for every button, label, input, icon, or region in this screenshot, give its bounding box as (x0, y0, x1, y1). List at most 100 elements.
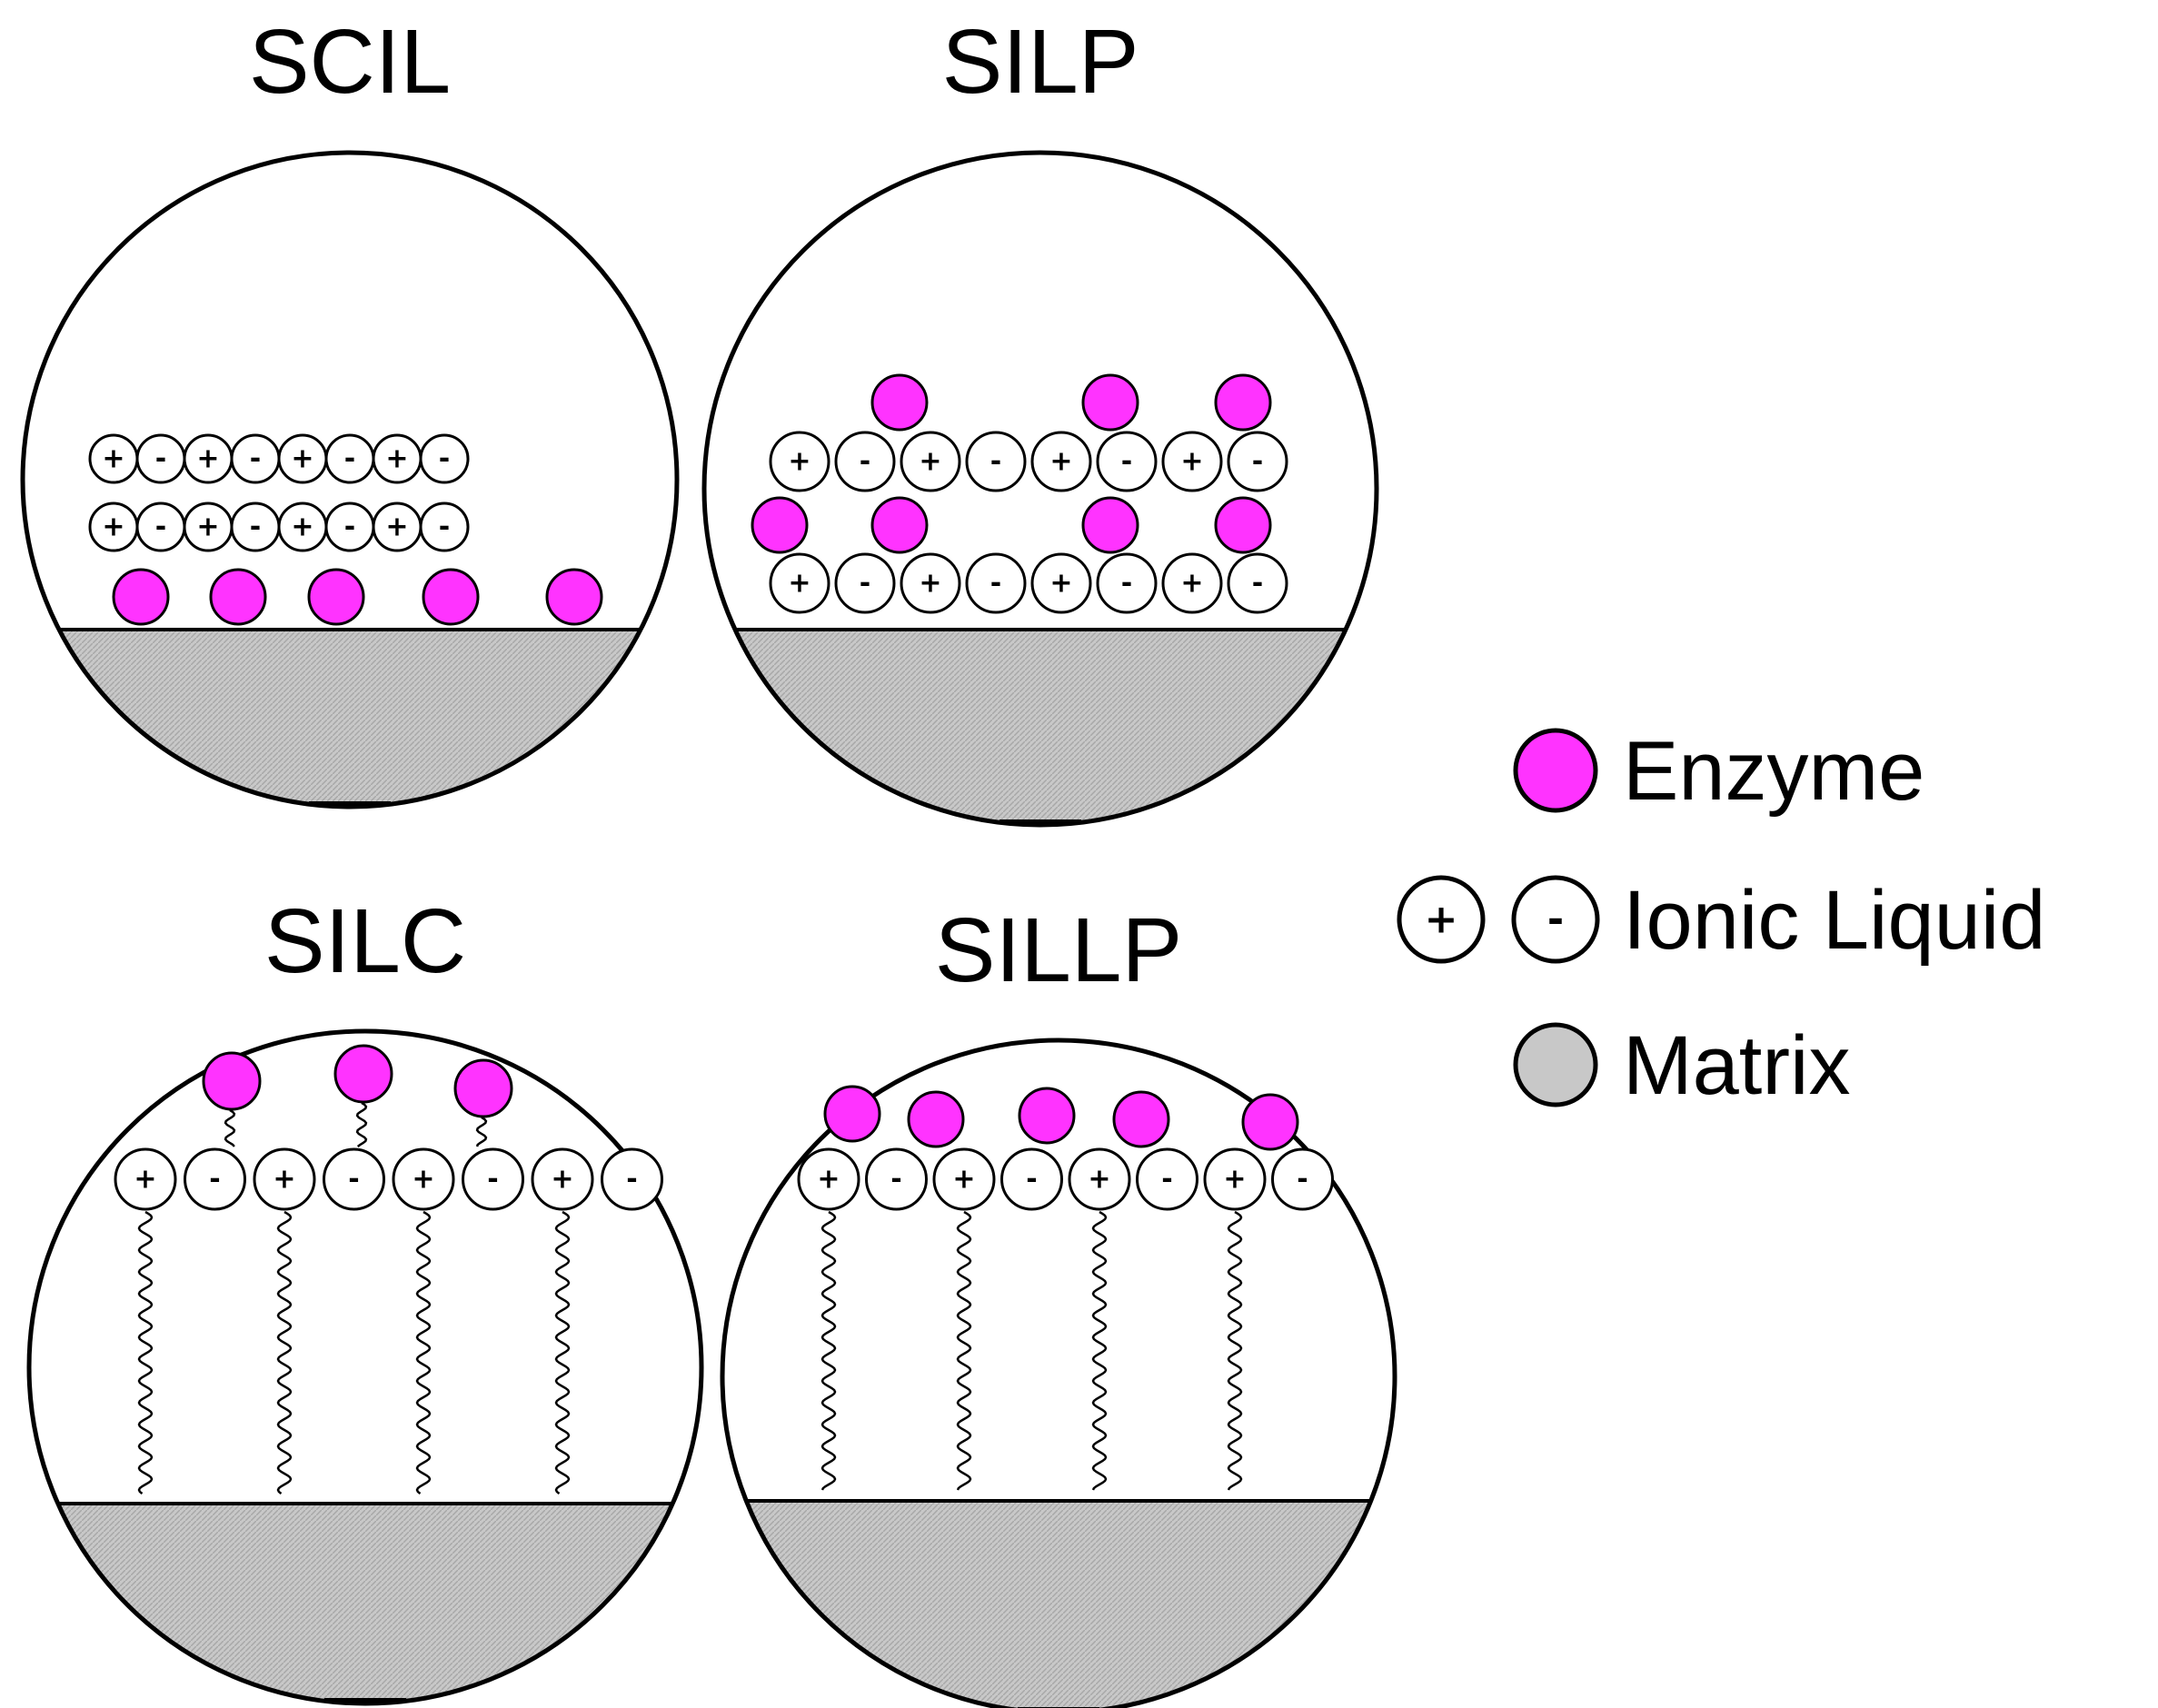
enzyme (453, 1058, 513, 1118)
alkyl-chain (554, 1210, 571, 1494)
cation-sign: + (291, 443, 313, 475)
anion-sign: - (990, 568, 1001, 600)
matrix-region (722, 1501, 1395, 1708)
enzyme (1214, 496, 1272, 554)
cation-sign: + (1425, 897, 1458, 943)
enzyme (1112, 1090, 1170, 1148)
anion-sign: - (1547, 897, 1564, 943)
alkyl-chain (224, 1108, 236, 1147)
anion-circle (1000, 1147, 1063, 1211)
cation-circle (900, 552, 961, 614)
alkyl-chain (475, 1116, 488, 1147)
cation-circle (1030, 431, 1092, 492)
enzyme (307, 568, 365, 626)
anion-circle (419, 501, 470, 552)
anion-circle (1227, 552, 1288, 614)
alkyl-chain (820, 1210, 837, 1491)
enzyme (202, 1051, 262, 1111)
cation-circle (1068, 1147, 1131, 1211)
anion-sign: - (344, 511, 355, 543)
anion-sign: - (155, 511, 166, 543)
cation-sign: + (134, 1164, 156, 1196)
anion-circle (462, 1147, 524, 1211)
cation-circle (769, 431, 830, 492)
cation-sign: + (919, 568, 941, 600)
enzyme (870, 496, 929, 554)
cation-sign: + (291, 511, 313, 543)
cation-circle (1203, 1147, 1267, 1211)
anion-sign: - (1026, 1164, 1037, 1196)
cation-sign: + (102, 443, 124, 475)
alkyl-chain (1227, 1210, 1243, 1491)
cation-circle (114, 1147, 177, 1211)
alkyl-chain (355, 1101, 368, 1147)
cation-sign: + (196, 511, 219, 543)
anion-circle (834, 431, 896, 492)
cation-sign: + (1223, 1164, 1246, 1196)
cation-sign: + (788, 446, 810, 478)
sphere-interior (23, 628, 677, 807)
enzyme (1081, 496, 1139, 554)
cation-sign: + (273, 1164, 295, 1196)
cation-sign: + (1088, 1164, 1110, 1196)
anion-circle (323, 1147, 385, 1211)
alkyl-chain (1091, 1210, 1108, 1491)
alkyl-chain (956, 1210, 972, 1491)
anion-sign: - (155, 443, 166, 475)
silc-panel: +-+-+-+- (26, 1028, 704, 1706)
anion-sign: - (1252, 568, 1263, 600)
anion-circle (965, 431, 1027, 492)
anion-sign: - (439, 511, 450, 543)
anion-sign: - (1297, 1164, 1308, 1196)
sphere-outline (20, 150, 680, 809)
enzyme (751, 496, 809, 554)
cation-sign: + (952, 1164, 975, 1196)
scil-panel: +-+-+-+-+-+-+-+- (20, 150, 680, 809)
anion-sign: - (439, 443, 450, 475)
legend-item-enzyme: Enzyme (1513, 725, 1924, 818)
anion-sign: - (626, 1164, 637, 1196)
legend-label-matrix: Matrix (1623, 1019, 1850, 1112)
anion-sign: - (1121, 446, 1132, 478)
enzyme (870, 373, 929, 432)
enzyme (1081, 373, 1139, 432)
cation-circle (392, 1147, 455, 1211)
anion-sign: - (860, 568, 870, 600)
cation-sign: + (1049, 446, 1072, 478)
anion-circle (1096, 431, 1158, 492)
cation-circle (1161, 552, 1223, 614)
anion-sign: - (250, 443, 261, 475)
cation-sign: + (1049, 568, 1072, 600)
alkyl-chain (137, 1210, 154, 1494)
cation-circle (797, 1147, 860, 1211)
legend-item-matrix: Matrix (1513, 1019, 1850, 1112)
cation-sign: + (788, 568, 810, 600)
sillp-panel: +-+-+-+- (720, 1038, 1397, 1708)
cation-sign: + (1180, 568, 1203, 600)
matrix-region (23, 630, 677, 807)
legend: Enzyme + - Ionic Liquid Matrix (1397, 725, 2045, 1112)
anion-sign: - (250, 511, 261, 543)
anion-circle (1227, 431, 1288, 492)
enzyme (823, 1085, 881, 1143)
anion-circle (1136, 1147, 1198, 1211)
anion-circle (419, 433, 470, 484)
anion-circle (834, 552, 896, 614)
anion-circle (865, 1147, 928, 1211)
cation-sign: + (385, 511, 408, 543)
sphere-outline (720, 1038, 1397, 1708)
enzyme (209, 568, 267, 626)
cation-sign: + (412, 1164, 434, 1196)
legend-item-ionic-liquid: + - Ionic Liquid (1397, 874, 2045, 967)
enzyme (112, 568, 170, 626)
silp-panel: +-+-+-+-+-+-+-+- (701, 150, 1379, 828)
anion-circle (601, 1147, 663, 1211)
panel-title-silp: SILP (942, 11, 1139, 113)
alkyl-chain (276, 1210, 293, 1494)
enzyme-swatch-icon (1513, 728, 1598, 813)
cation-swatch-icon (1397, 875, 1486, 964)
sphere-outline (701, 150, 1379, 828)
sphere-interior (722, 1499, 1395, 1708)
anion-circle (1096, 552, 1158, 614)
